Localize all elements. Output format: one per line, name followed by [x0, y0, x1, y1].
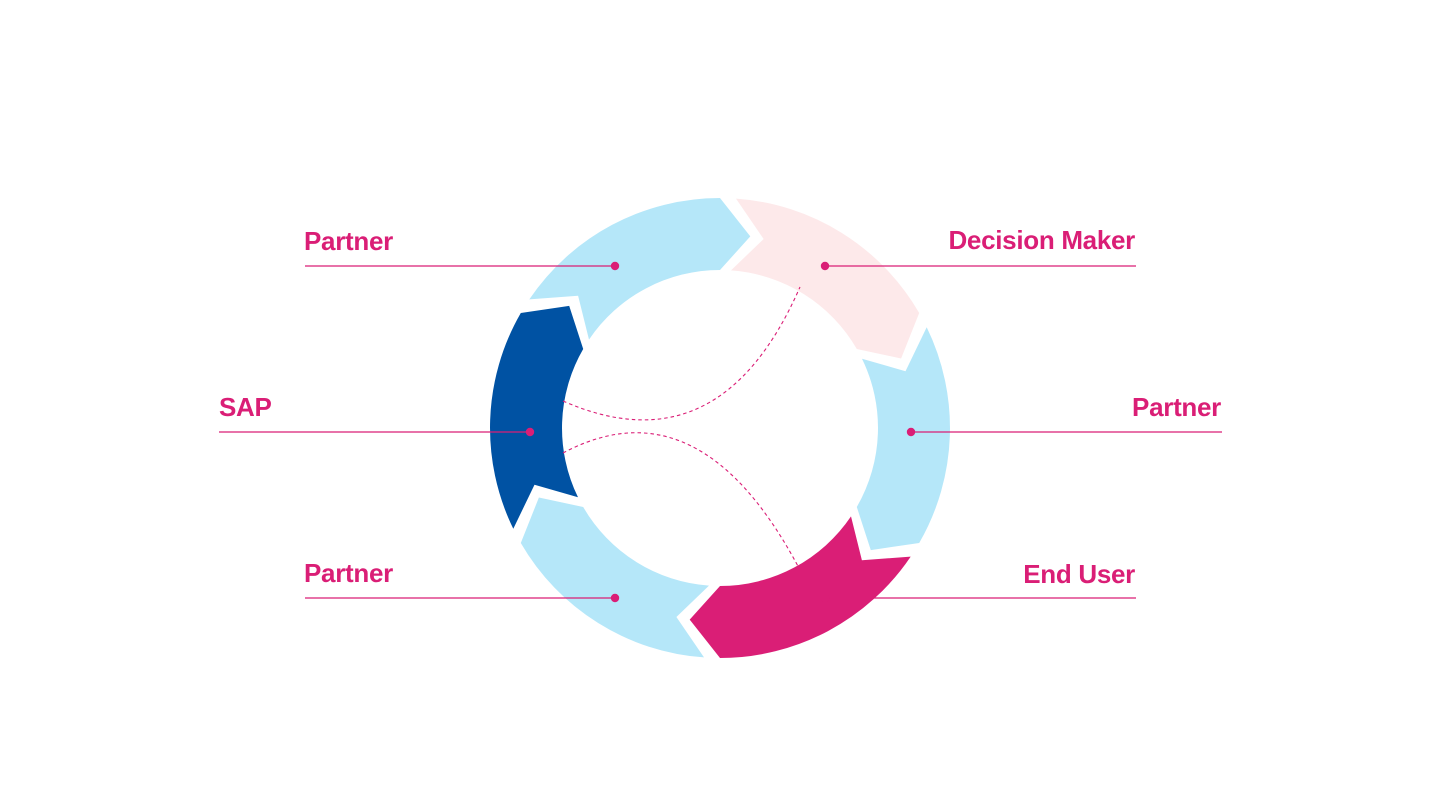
label-decision-maker: Decision Maker [948, 225, 1135, 255]
segment-partner-top-left [529, 198, 751, 340]
segment-partner-right [856, 327, 950, 551]
dot-sap [525, 427, 535, 437]
label-partner-bottom-left: Partner [304, 558, 393, 588]
dot-partner-right [906, 427, 916, 437]
dot-partner-top-left [610, 261, 620, 271]
segment-partner-bottom-left [520, 497, 709, 658]
dot-end-user [820, 593, 830, 603]
label-partner-right: Partner [1132, 392, 1221, 422]
label-sap: SAP [219, 392, 272, 422]
dot-partner-bottom-left [610, 593, 620, 603]
connector-sap-to-end-user [562, 432, 801, 571]
segment-end-user [689, 516, 911, 658]
label-partner-top-left: Partner [304, 226, 393, 256]
dot-decision-maker [820, 261, 830, 271]
label-end-user: End User [1023, 559, 1135, 589]
connector-sap-to-decision-maker [562, 286, 801, 421]
segment-sap [490, 305, 584, 529]
segment-decision-maker [731, 198, 920, 359]
